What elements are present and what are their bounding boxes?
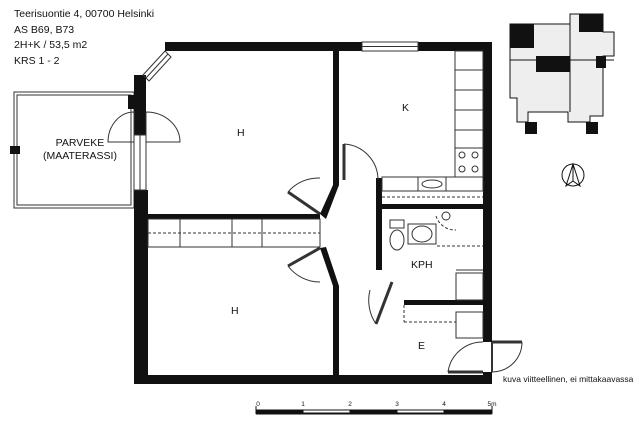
balcony-label-line1: PARVEKE	[55, 137, 105, 149]
floors: KRS 1 - 2	[14, 54, 60, 67]
wardrobes	[147, 218, 321, 248]
north-arrow-icon	[561, 162, 585, 188]
bathroom-fixtures	[389, 211, 484, 301]
address: Teerisuontie 4, 00700 Helsinki	[14, 8, 155, 20]
apartment-number: AS B69, B73	[14, 23, 75, 36]
apartment-info: Teerisuontie 4, 00700 Helsinki AS B69, B…	[14, 7, 154, 69]
room-label-bathroom: KPH	[411, 259, 433, 271]
doors	[287, 143, 523, 374]
corridor-walls	[320, 185, 339, 286]
room-label-bedroom: H	[231, 305, 239, 317]
balcony-label: PARVEKE (MAATERASSI)	[38, 137, 122, 163]
kitchen-cabinets	[381, 50, 484, 198]
entry-closets	[403, 305, 484, 339]
balcony-label-line2: (MAATERASSI)	[43, 150, 117, 162]
interior-walls	[148, 51, 483, 378]
corner-window	[142, 50, 172, 82]
scale-tick-1: 1	[301, 401, 305, 408]
kitchen-window	[361, 41, 419, 52]
exterior-walls	[134, 42, 492, 384]
scale-tick-0: 0	[256, 401, 260, 408]
room-label-living: H	[237, 127, 245, 139]
scale-tick-3: 3	[395, 401, 399, 408]
site-plan	[509, 13, 615, 134]
disclaimer-note: kuva viitteellinen, ei mittakaavassa	[503, 374, 634, 384]
scale-tick-5: 5m	[487, 401, 497, 408]
balcony-door	[107, 95, 181, 191]
scale-tick-2: 2	[348, 401, 352, 408]
room-label-entry: E	[418, 340, 426, 352]
scale-tick-4: 4	[442, 401, 446, 408]
room-label-kitchen: K	[402, 102, 410, 114]
apartment-size: 2H+K / 53,5 m2	[14, 39, 88, 51]
scale-bar	[255, 406, 493, 415]
